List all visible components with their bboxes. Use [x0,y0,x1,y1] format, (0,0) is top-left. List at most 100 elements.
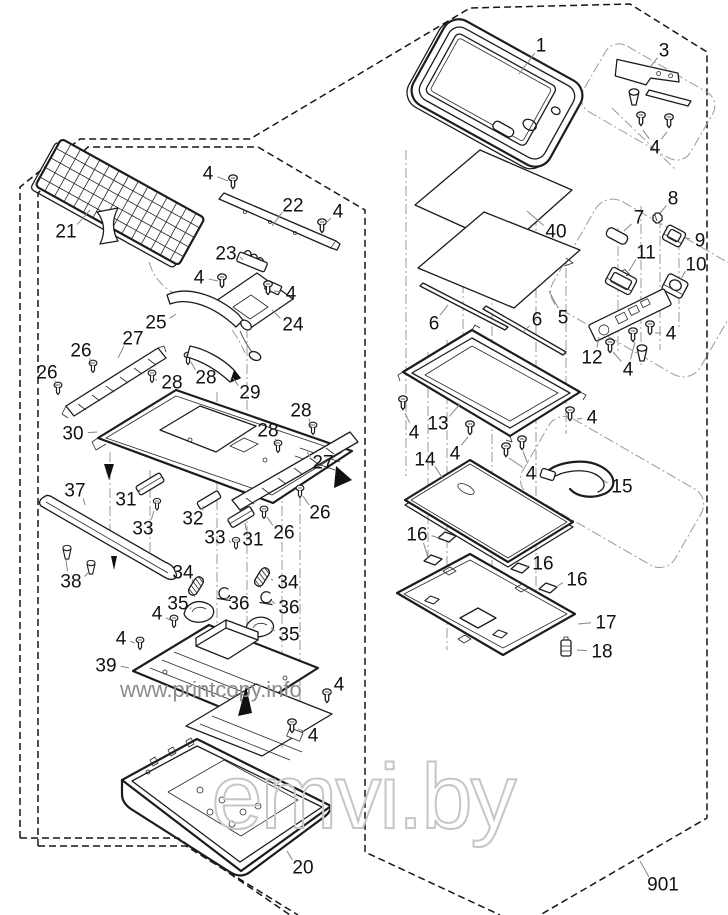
part-callout-7: 7 [634,208,645,229]
callout-leader [628,259,637,272]
part-callout-4: 4 [623,360,634,381]
callout-leader [548,290,559,309]
callout-leader [117,345,125,359]
callout-leader [404,412,411,424]
part-callout-28: 28 [257,421,278,442]
part-callout-4: 4 [450,444,461,465]
part-17-base-plate [395,552,577,657]
part-callout-18: 18 [591,642,612,663]
callout-leader [266,516,274,526]
callout-leader [522,450,529,464]
callout-leader [286,850,293,861]
callout-leader [302,495,310,506]
callout-leader [297,728,304,732]
callout-leader [325,217,332,224]
watermark-emvi: emvi.by [212,746,517,848]
hook-icon [259,591,273,606]
part-callout-16: 16 [406,525,427,546]
callout-leader [576,649,588,652]
part-18-clip [560,636,572,657]
part-callout-4: 4 [286,284,297,305]
callout-leader [577,622,592,625]
screw-icon [217,273,227,289]
callout-leader [431,535,440,539]
screw-icon [169,614,179,629]
callout-leader [54,380,57,387]
part-21-keyboard [30,138,205,268]
part-callout-37: 37 [64,481,85,502]
part-callout-6: 6 [532,310,543,331]
part-callout-31: 31 [242,530,263,551]
part-callout-4: 4 [308,726,319,747]
part-callout-40: 40 [545,222,566,243]
screw-icon [636,111,646,127]
part-25-cable [166,290,262,362]
callout-leader [680,270,686,280]
screw-icon [228,174,238,190]
screw-icon [501,442,511,458]
callout-leader [138,488,142,494]
part-callout-39: 39 [95,656,116,677]
callout-leader [306,451,311,457]
callout-leader [439,304,449,316]
part-callout-4: 4 [650,138,661,159]
part-callout-14: 14 [414,450,436,471]
screw-icon [628,327,638,343]
callout-leader [270,627,276,632]
part-callout-4: 4 [526,464,537,485]
callout-leader [685,237,691,240]
part-34-springs [186,565,272,598]
callout-leader [555,582,564,588]
part-callout-28: 28 [290,401,311,422]
part-callout-3: 3 [659,41,670,62]
part-callout-8: 8 [668,189,679,210]
part-callout-30: 30 [62,424,83,445]
part-callout-35: 35 [278,625,299,646]
callout-leader [271,211,283,227]
pad-icon [538,582,558,594]
part-callout-11: 11 [636,243,656,264]
part-14-lcd-panel [403,458,575,568]
rubber-foot [62,544,72,560]
callout-leader [271,309,281,319]
callout-leader [154,378,158,381]
callout-leader [448,403,461,417]
part-callout-29: 29 [239,383,260,404]
screw-icon [645,320,655,336]
part-callout-5: 5 [558,308,569,329]
part-20-base-tray [120,737,333,877]
callout-leader [526,210,544,226]
callout-leader [434,466,444,480]
callout-leader [225,597,229,600]
part-callout-20: 20 [292,858,313,879]
callout-leader [89,358,92,365]
part-callout-26: 26 [70,341,91,362]
callout-leader [642,129,650,140]
callout-leader [623,223,633,232]
part-callout-16: 16 [566,570,587,591]
rubber-foot [86,559,96,575]
part-callout-24: 24 [282,315,304,336]
callout-leader [270,578,274,581]
callout-leader [191,579,194,583]
part-callout-4: 4 [152,604,163,625]
part-callout-4: 4 [666,324,677,345]
callout-leader [84,571,90,577]
part-callout-9: 9 [695,231,706,252]
callout-leader [82,498,86,506]
callout-leader [576,417,583,420]
part-callout-16: 16 [532,554,553,575]
callout-leader [639,860,650,878]
part-callout-36: 36 [278,598,299,619]
rubber-foot [628,88,640,106]
part-callout-31: 31 [115,490,136,511]
callout-leader [649,57,659,68]
part-23-switch-board [236,249,268,273]
screw-icon [317,218,327,234]
callout-leader [189,607,192,610]
callout-leader [522,325,531,333]
part-27-rail-left [53,345,193,419]
part-callout-27: 27 [122,329,143,350]
part-3-bracket [614,58,692,129]
